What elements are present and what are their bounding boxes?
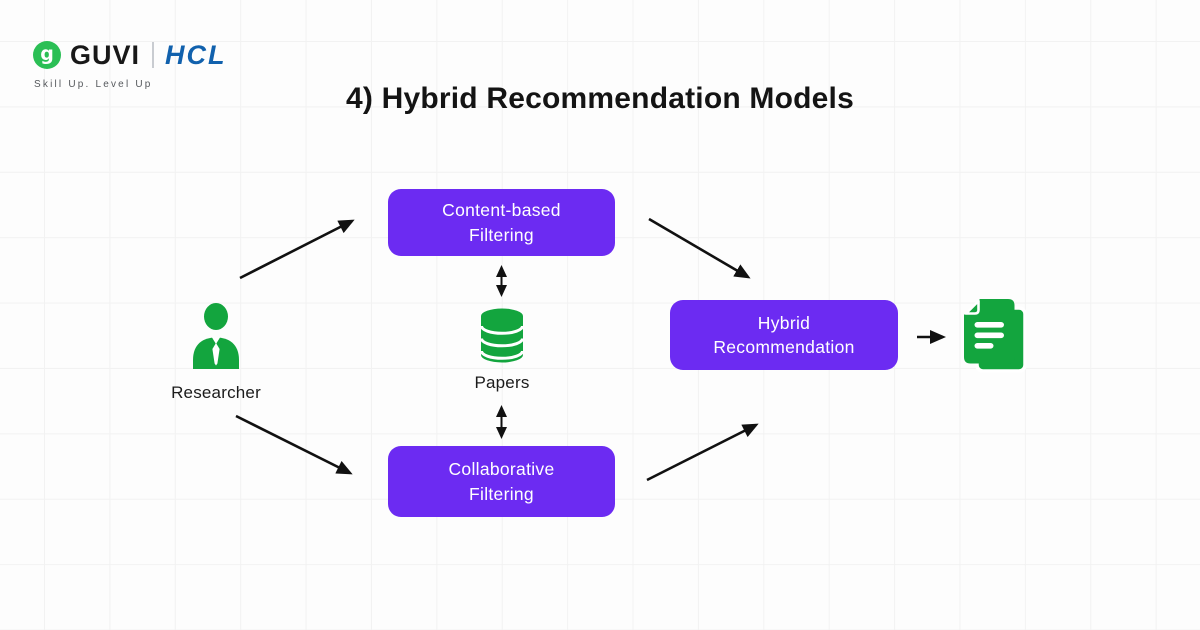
researcher-person-icon [191, 303, 241, 369]
content-based-filtering-box: Content-based Filtering [388, 189, 615, 256]
arrow-collaborative-to-hybrid [646, 423, 759, 482]
collaborative-filtering-box: Collaborative Filtering [388, 446, 615, 517]
researcher-label: Researcher [171, 383, 261, 402]
logo-tagline: Skill Up. Level Up [34, 79, 153, 90]
hcl-wordmark: HCL [165, 39, 227, 70]
guvi-logo-icon: g [33, 41, 61, 69]
arrow-researcher-to-content [239, 219, 355, 280]
documents-icon [960, 297, 1029, 375]
arrow-researcher-to-collaborative [235, 414, 353, 475]
page-title: 4) Hybrid Recommendation Models [346, 82, 854, 115]
papers-label: Papers [474, 373, 530, 392]
guvi-wordmark: GUVI [70, 39, 141, 70]
arrow-content-to-hybrid [648, 217, 751, 279]
logo-divider [152, 42, 155, 68]
database-icon [479, 306, 525, 365]
hybrid-recommendation-box: Hybrid Recommendation [670, 300, 898, 370]
logo: g GUVI HCL [33, 38, 227, 72]
